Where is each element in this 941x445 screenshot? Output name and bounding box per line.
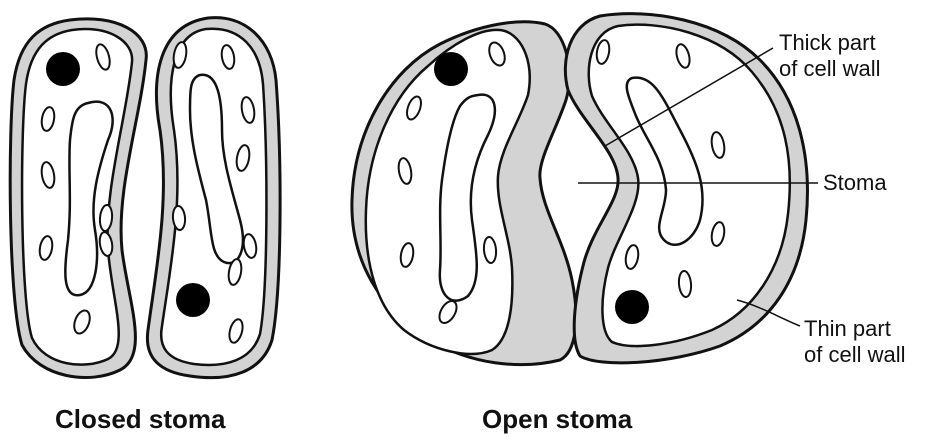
open-left-guard-cell bbox=[352, 22, 576, 365]
thin-wall-label: Thin part of cell wall bbox=[804, 316, 905, 368]
nucleus bbox=[176, 283, 210, 317]
closed-left-guard-cell bbox=[10, 19, 146, 378]
open-stoma-caption: Open stoma bbox=[482, 404, 632, 435]
thin-wall-label-line2: of cell wall bbox=[804, 342, 905, 368]
closed-stoma-caption: Closed stoma bbox=[55, 404, 226, 435]
open-stoma-figure bbox=[352, 14, 808, 365]
thin-wall-label-line1: Thin part bbox=[804, 316, 905, 342]
stoma-label: Stoma bbox=[823, 170, 887, 196]
closed-right-guard-cell bbox=[147, 18, 280, 378]
thick-wall-label: Thick part of cell wall bbox=[779, 30, 880, 82]
thick-wall-label-line1: Thick part bbox=[779, 30, 880, 56]
closed-stoma-figure bbox=[10, 18, 280, 378]
nucleus bbox=[615, 290, 649, 324]
open-right-guard-cell bbox=[565, 14, 807, 363]
nucleus bbox=[46, 52, 80, 86]
nucleus bbox=[434, 52, 468, 86]
stoma-label-text: Stoma bbox=[823, 170, 887, 195]
thick-wall-label-line2: of cell wall bbox=[779, 56, 880, 82]
